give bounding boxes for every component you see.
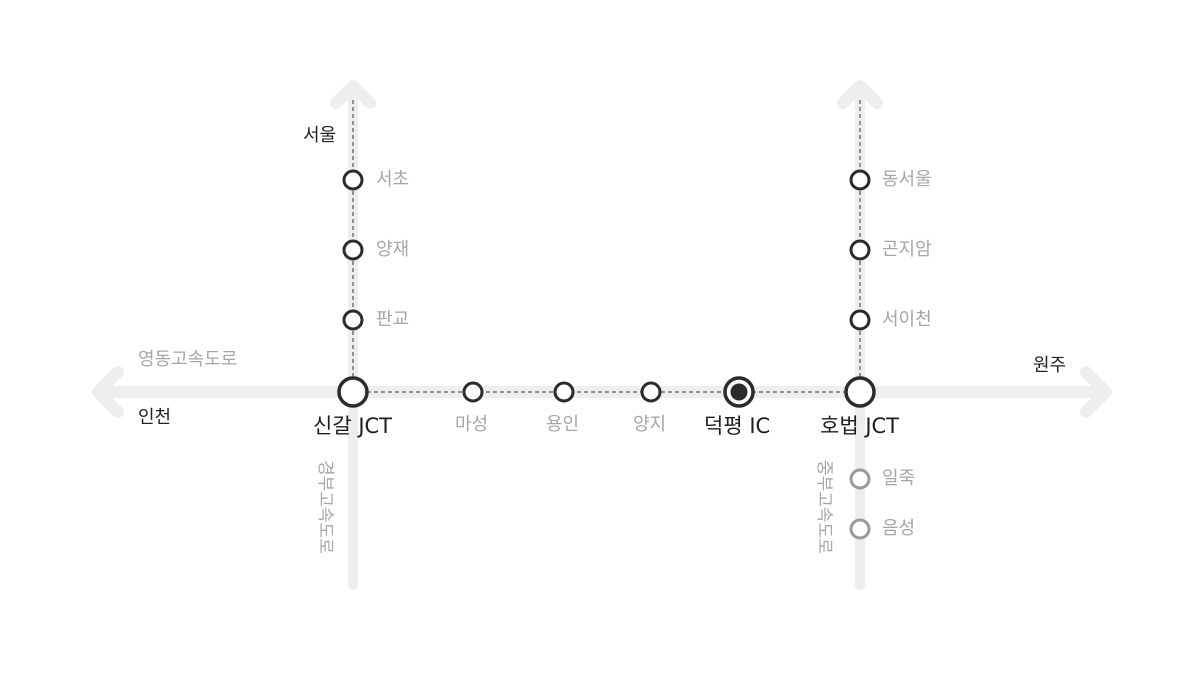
station-node-hobeop-jct[interactable] xyxy=(843,375,877,409)
station-node-pangyo[interactable] xyxy=(342,309,364,331)
jungbu-road xyxy=(837,80,883,590)
station-label[interactable]: 용인 xyxy=(546,414,580,435)
direction-label-seoul: 서울 xyxy=(303,125,337,146)
station-label[interactable]: 곤지암 xyxy=(882,239,932,260)
station-node-deokpyeong-ic-current[interactable] xyxy=(722,375,756,409)
station-label[interactable]: 음성 xyxy=(882,518,916,539)
station-label-junction[interactable]: 호법 JCT xyxy=(820,414,899,438)
station-node-gonjiam[interactable] xyxy=(849,239,871,261)
station-node-seocho[interactable] xyxy=(342,169,364,191)
station-node-maseong[interactable] xyxy=(462,381,484,403)
route-dashed-lines xyxy=(352,100,861,393)
arrow-left-icon xyxy=(92,366,124,418)
arrow-up-icon xyxy=(837,80,883,109)
arrow-right-icon xyxy=(1080,366,1112,418)
station-label[interactable]: 일죽 xyxy=(882,468,916,489)
direction-label-incheon: 인천 xyxy=(138,407,172,428)
station-node-dongseoul[interactable] xyxy=(849,169,871,191)
station-node-eumseong[interactable] xyxy=(849,518,871,540)
station-label[interactable]: 마성 xyxy=(455,414,489,435)
station-label[interactable]: 서초 xyxy=(376,169,410,190)
station-label[interactable]: 동서울 xyxy=(882,169,932,190)
road-label-gyeongbu: 경부고속도로 xyxy=(315,460,335,554)
station-label[interactable]: 양지 xyxy=(633,414,667,435)
station-node-yongin[interactable] xyxy=(553,381,575,403)
direction-label-wonju: 원주 xyxy=(1033,355,1067,376)
gyeongbu-road xyxy=(330,80,376,590)
road-label-yeongdong: 영동고속도로 xyxy=(138,349,238,370)
station-label[interactable]: 판교 xyxy=(376,309,410,330)
station-label[interactable]: 서이천 xyxy=(882,309,932,330)
station-node-yangji[interactable] xyxy=(640,381,662,403)
station-node-iljuk[interactable] xyxy=(849,468,871,490)
arrow-up-icon xyxy=(330,80,376,109)
station-node-singal-jct[interactable] xyxy=(336,375,370,409)
station-node-yangjae[interactable] xyxy=(342,239,364,261)
station-label-current[interactable]: 덕평 IC xyxy=(704,414,771,438)
road-label-jungbu: 중부고속도로 xyxy=(814,460,834,554)
station-label-junction[interactable]: 신갈 JCT xyxy=(313,414,392,438)
station-label[interactable]: 양재 xyxy=(376,239,410,260)
station-node-seoicheon[interactable] xyxy=(849,309,871,331)
